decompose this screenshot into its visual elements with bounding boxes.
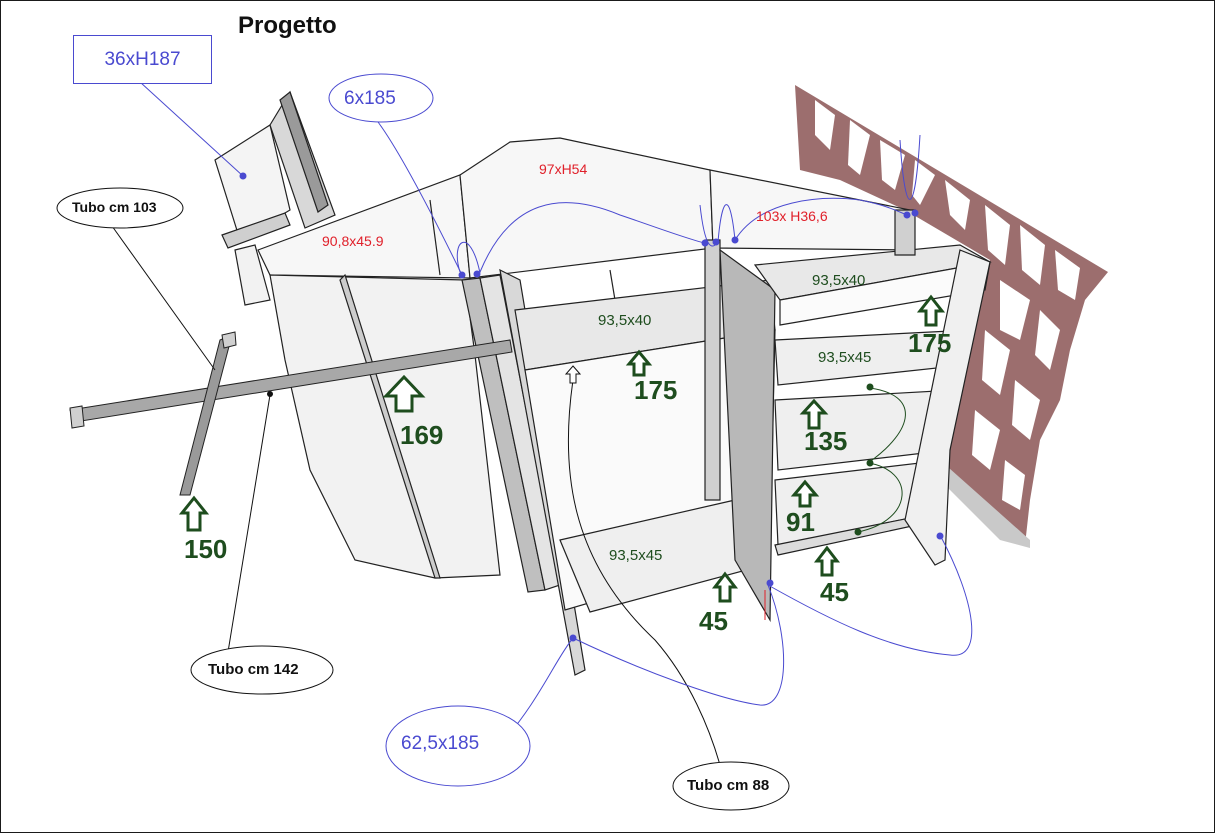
back-center-panel-label: 97xH54 xyxy=(539,161,588,177)
shelf-right-mid-label: 93,5x45 xyxy=(818,349,872,366)
center-section xyxy=(499,239,776,676)
height-150-label: 150 xyxy=(184,534,228,564)
height-169-label: 169 xyxy=(400,420,444,450)
shelf-center-top-label: 93,5x40 xyxy=(598,312,652,329)
left-side-panel xyxy=(214,90,336,306)
height-45-center-label: 45 xyxy=(699,606,728,636)
back-walls xyxy=(257,137,913,331)
arrow-135 xyxy=(799,398,829,430)
height-45-right-label: 45 xyxy=(820,577,849,607)
tubes xyxy=(69,331,513,496)
anchor-dots xyxy=(239,172,944,642)
side-panel-dimension-label: 6x185 xyxy=(344,88,396,109)
door-dimension-label: 62,5x185 xyxy=(401,733,480,754)
tube-88-label: Tubo cm 88 xyxy=(687,777,770,794)
arrow-91 xyxy=(790,479,820,508)
height-arrows xyxy=(178,294,946,603)
height-135-label: 135 xyxy=(804,426,848,456)
brick-wall xyxy=(795,85,1108,548)
shelf-center-bottom-label: 93,5x45 xyxy=(609,547,663,564)
back-left-panel-label: 90,8x45.9 xyxy=(322,233,384,249)
height-91-label: 91 xyxy=(786,507,815,537)
back-right-panel-label: 103x H36,6 xyxy=(756,208,828,224)
height-175-center-label: 175 xyxy=(634,375,678,405)
arrow-175-right xyxy=(916,294,946,327)
arrow-tube-88 xyxy=(564,365,582,384)
arrow-45-center xyxy=(711,571,739,603)
tube-142-label: Tubo cm 142 xyxy=(208,661,299,678)
page-title: Progetto xyxy=(238,12,337,39)
tube-103-label: Tubo cm 103 xyxy=(72,199,157,215)
arrow-175-center xyxy=(625,349,653,377)
arrow-150 xyxy=(178,495,210,532)
label-ellipses xyxy=(56,73,790,811)
leader-lines xyxy=(111,81,973,766)
top-panel-dimension-box: 36xH187 xyxy=(73,35,212,84)
height-175-right-label: 175 xyxy=(908,328,952,358)
shelf-right-top-label: 93,5x40 xyxy=(812,272,866,289)
arrow-169 xyxy=(382,374,426,413)
arrow-45-right xyxy=(813,545,841,577)
right-shelving xyxy=(753,209,992,566)
